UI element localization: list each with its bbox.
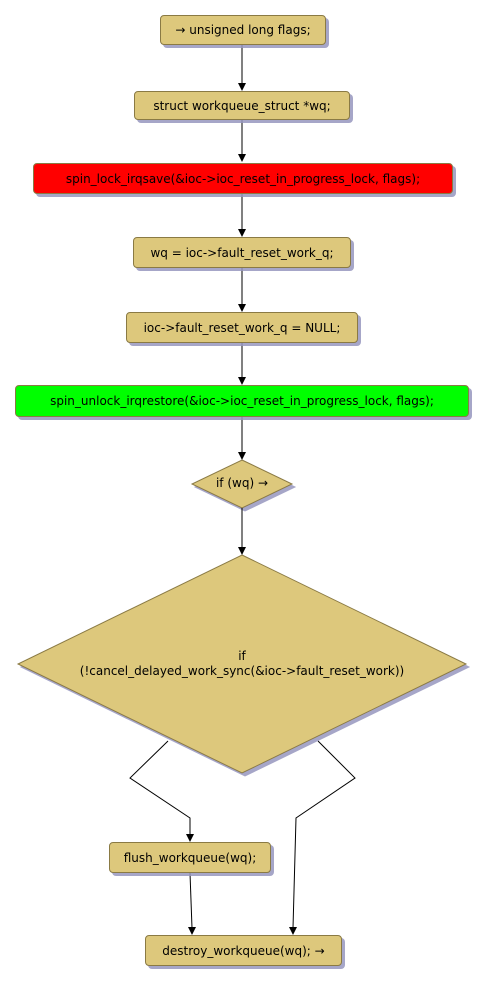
- arrowhead: [238, 229, 246, 237]
- arrowhead: [238, 154, 246, 162]
- arrowhead: [186, 834, 194, 842]
- node-spin-lock: spin_lock_irqsave(&ioc->ioc_reset_in_pro…: [33, 163, 453, 194]
- decision-diamond-cancel: [16, 554, 468, 774]
- arrowhead: [188, 927, 196, 935]
- edge-d2-n8: [292, 740, 356, 929]
- arrowhead: [238, 304, 246, 312]
- node-null-work-q: ioc->fault_reset_work_q = NULL;: [126, 312, 358, 343]
- node-destroy-workqueue: destroy_workqueue(wq); →: [145, 935, 342, 966]
- node-declare-wq: struct workqueue_struct *wq;: [134, 91, 350, 120]
- arrowhead: [289, 927, 297, 935]
- decision-label-wq: if (wq) →: [215, 476, 269, 490]
- arrowhead: [238, 83, 246, 91]
- decision-label-cancel: if (!cancel_delayed_work_sync(&ioc->faul…: [18, 649, 466, 679]
- node-assign-wq: wq = ioc->fault_reset_work_q;: [133, 237, 351, 268]
- arrowhead: [238, 452, 246, 460]
- node-flush-workqueue: flush_workqueue(wq);: [109, 842, 271, 873]
- arrowhead: [238, 377, 246, 385]
- node-spin-unlock: spin_unlock_irqrestore(&ioc->ioc_reset_i…: [15, 385, 469, 417]
- decision-label-cancel-line2: (!cancel_delayed_work_sync(&ioc->fault_r…: [79, 664, 405, 678]
- arrowhead: [238, 547, 246, 555]
- edge-n7-n8: [189, 872, 193, 929]
- decision-label-cancel-line1: if: [238, 649, 246, 663]
- node-declare-flags: → unsigned long flags;: [160, 15, 326, 45]
- edge-d2-n7: [129, 740, 191, 835]
- flow-edges: [129, 45, 356, 935]
